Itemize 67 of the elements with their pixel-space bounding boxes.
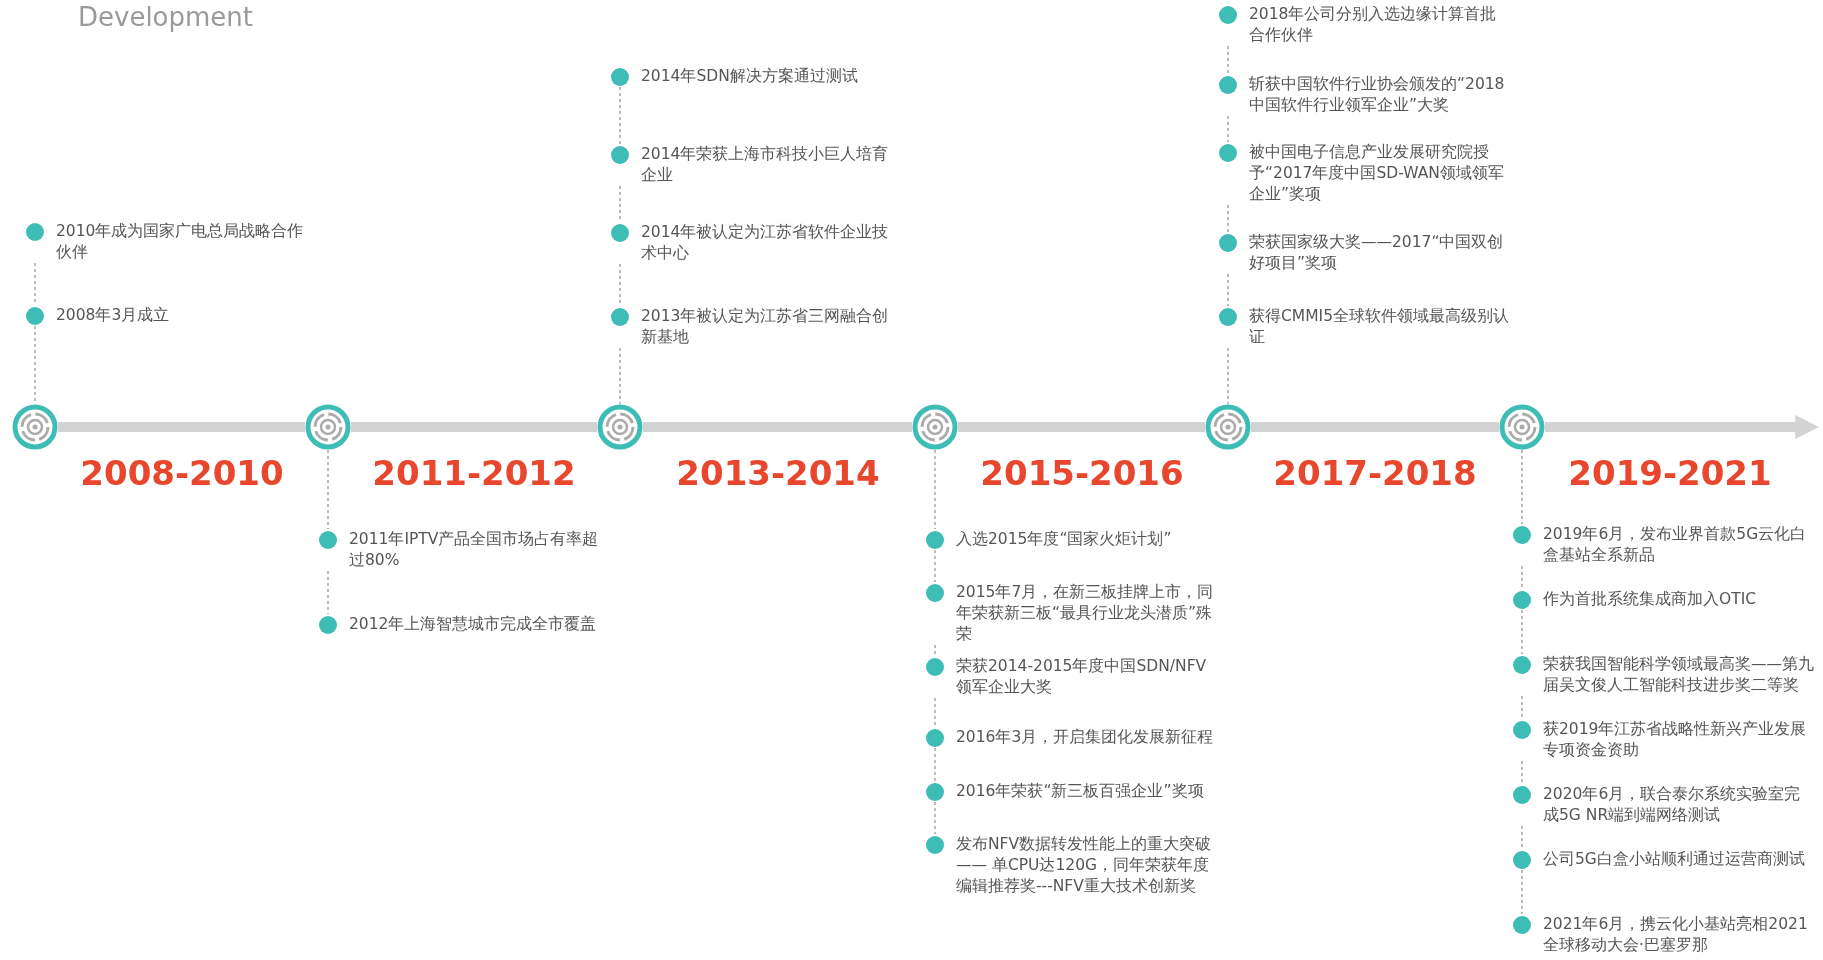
dotted-connector bbox=[934, 644, 936, 657]
event-text: 作为首批系统集成商加入OTIC bbox=[1543, 589, 1758, 610]
event-text: 发布NFV数据转发性能上的重大突破—— 单CPU达120G，同年荣获年度编辑推荐奖---NFV重大技术创新奖 bbox=[956, 834, 1213, 897]
event-text: 2014年荣获上海市科技小巨人培育企业 bbox=[641, 144, 890, 186]
event-text: 2015年7月，在新三板挂牌上市，同年荣获新三板“最具行业龙头潜质”殊荣 bbox=[956, 582, 1215, 645]
event-text: 获得CMMI5全球软件领域最高级别认证 bbox=[1249, 306, 1510, 348]
dotted-connector bbox=[934, 449, 936, 530]
timeline-axis bbox=[351, 422, 597, 432]
dotted-connector bbox=[1227, 204, 1229, 233]
milestone-circle bbox=[597, 404, 643, 450]
dotted-connector bbox=[1521, 760, 1523, 785]
dotted-connector bbox=[619, 347, 621, 405]
event-text: 2014年SDN解决方案通过测试 bbox=[641, 66, 859, 87]
event-text: 被中国电子信息产业发展研究院授予“2017年度中国SD-WAN领域领军企业”奖项 bbox=[1249, 142, 1505, 205]
timeline-axis bbox=[958, 422, 1205, 432]
milestone-circle bbox=[1499, 404, 1545, 450]
event-text: 荣获我国智能科学领域最高奖——第九届吴文俊人工智能科技进步奖二等奖 bbox=[1543, 654, 1815, 696]
dotted-connector bbox=[1521, 609, 1523, 655]
event-text: 2008年3月成立 bbox=[56, 305, 171, 326]
timeline-axis bbox=[1251, 422, 1499, 432]
dotted-connector bbox=[1227, 347, 1229, 405]
page-title: Development bbox=[78, 2, 254, 32]
dotted-connector bbox=[1227, 115, 1229, 143]
event-text: 入选2015年度“国家火炬计划” bbox=[956, 529, 1173, 550]
dotted-connector bbox=[1227, 273, 1229, 307]
event-text: 荣获2014-2015年度中国SDN/NFV领军企业大奖 bbox=[956, 656, 1208, 698]
dotted-connector bbox=[934, 697, 936, 728]
milestone-circle bbox=[12, 404, 58, 450]
event-text: 2021年6月，携云化小基站亮相2021全球移动大会·巴塞罗那 bbox=[1543, 914, 1809, 956]
event-text: 2012年上海智慧城市完成全市覆盖 bbox=[349, 614, 598, 635]
dotted-connector bbox=[327, 449, 329, 530]
event-text: 2016年3月，开启集团化发展新征程 bbox=[956, 727, 1215, 748]
dotted-connector bbox=[1521, 869, 1523, 915]
event-text: 2020年6月，联合泰尔系统实验室完成5G NR端到端网络测试 bbox=[1543, 784, 1802, 826]
milestone-circle bbox=[305, 404, 351, 450]
event-text: 2011年IPTV产品全国市场占有率超过80% bbox=[349, 529, 600, 571]
milestone-circle bbox=[912, 404, 958, 450]
event-text: 2018年公司分别入选边缘计算首批合作伙伴 bbox=[1249, 4, 1498, 46]
dotted-connector bbox=[934, 747, 936, 782]
period-label: 2015-2016 bbox=[980, 453, 1184, 493]
dotted-connector bbox=[1521, 695, 1523, 720]
timeline-axis bbox=[643, 422, 912, 432]
period-label: 2013-2014 bbox=[676, 453, 880, 493]
event-text: 荣获国家级大奖——2017“中国双创好项目”奖项 bbox=[1249, 232, 1505, 274]
event-text: 2013年被认定为江苏省三网融合创新基地 bbox=[641, 306, 890, 348]
dotted-connector bbox=[934, 801, 936, 835]
event-text: 2014年被认定为江苏省软件企业技术中心 bbox=[641, 222, 890, 264]
timeline-axis bbox=[58, 422, 305, 432]
event-text: 2010年成为国家广电总局战略合作伙伴 bbox=[56, 221, 305, 263]
timeline-arrow bbox=[1545, 415, 1820, 439]
period-label: 2017-2018 bbox=[1273, 453, 1477, 493]
dotted-connector bbox=[1521, 825, 1523, 850]
period-label: 2019-2021 bbox=[1568, 453, 1772, 493]
dotted-connector bbox=[619, 86, 621, 145]
milestone-circle bbox=[1205, 404, 1251, 450]
dotted-connector bbox=[1521, 565, 1523, 590]
dotted-connector bbox=[934, 549, 936, 583]
event-text: 2016年荣获“新三板百强企业”奖项 bbox=[956, 781, 1205, 802]
period-label: 2008-2010 bbox=[80, 453, 284, 493]
event-text: 公司5G白盒小站顺利通过运营商测试 bbox=[1543, 849, 1806, 870]
dotted-connector bbox=[1521, 449, 1523, 525]
period-label: 2011-2012 bbox=[372, 453, 576, 493]
event-text: 2019年6月，发布业界首款5G云化白盒基站全系新品 bbox=[1543, 524, 1808, 566]
dotted-connector bbox=[327, 570, 329, 615]
event-text: 获2019年江苏省战略性新兴产业发展专项资金资助 bbox=[1543, 719, 1808, 761]
dotted-connector bbox=[1227, 45, 1229, 75]
event-text: 斩获中国软件行业协会颁发的“2018中国软件行业领军企业”大奖 bbox=[1249, 74, 1506, 116]
